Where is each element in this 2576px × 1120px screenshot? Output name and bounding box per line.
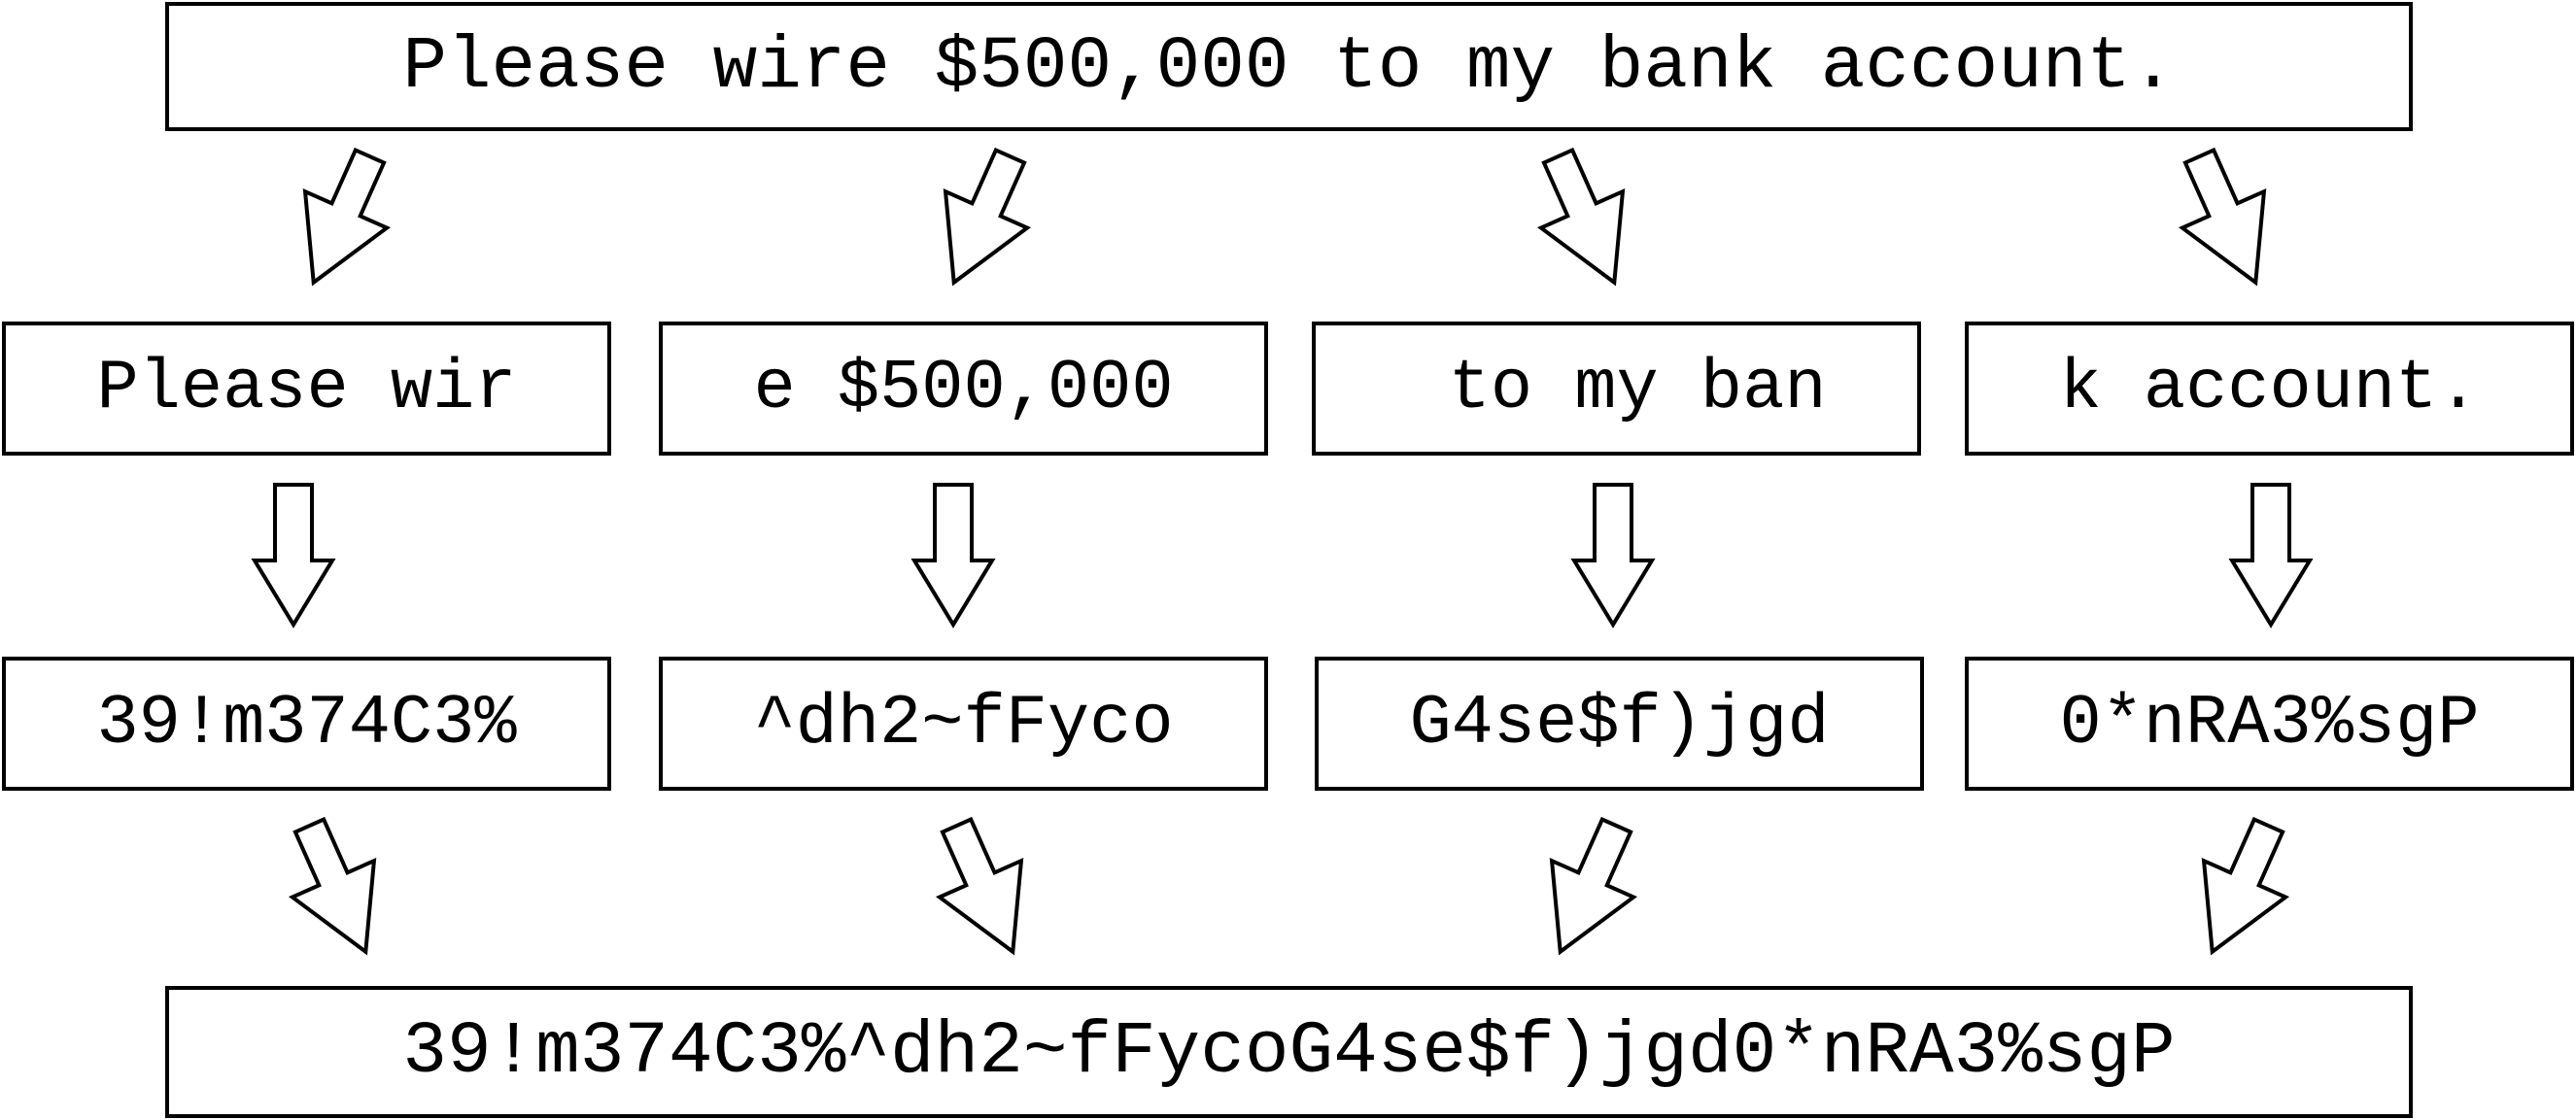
- ciphertext-chunk-text: 39!m374C3%: [96, 684, 517, 764]
- encrypt-arrow-4-icon: [2228, 483, 2314, 628]
- ciphertext-chunk-text: ^dh2~fFyco: [753, 684, 1174, 764]
- plaintext-chunk-text: to my ban: [1406, 349, 1827, 428]
- ciphertext-box: 39!m374C3%^dh2~fFycoG4se$f)jgd0*nRA3%sgP: [165, 986, 2413, 1118]
- ciphertext-chunk-text: 0*nRA3%sgP: [2059, 684, 2480, 764]
- ciphertext-chunk-text: G4se$f)jgd: [1409, 684, 1830, 764]
- split-arrow-2-icon: [943, 147, 1032, 287]
- split-arrow-1-icon: [302, 147, 392, 287]
- plaintext-box: Please wire $500,000 to my bank account.: [165, 2, 2413, 131]
- encrypt-arrow-3-icon: [1570, 483, 1656, 628]
- ciphertext-chunk: 0*nRA3%sgP: [1965, 657, 2574, 791]
- plaintext-chunk-text: Please wir: [96, 349, 517, 428]
- split-arrow-4-icon: [2178, 147, 2267, 287]
- encrypt-arrow-1-icon: [251, 483, 336, 628]
- plaintext-chunk-text: k account.: [2059, 349, 2480, 428]
- ciphertext-text: 39!m374C3%^dh2~fFycoG4se$f)jgd0*nRA3%sgP: [402, 1010, 2176, 1094]
- encrypt-arrow-2-icon: [910, 483, 996, 628]
- plaintext-chunk: k account.: [1965, 322, 2574, 456]
- split-arrow-3-icon: [1536, 147, 1626, 287]
- merge-arrow-2-icon: [935, 816, 1024, 956]
- merge-arrow-3-icon: [1549, 816, 1638, 956]
- plaintext-chunk-text: e $500,000: [753, 349, 1174, 428]
- plaintext-chunk: e $500,000: [659, 322, 1268, 456]
- ciphertext-chunk: 39!m374C3%: [2, 657, 611, 791]
- plaintext-chunk: to my ban: [1312, 322, 1921, 456]
- ciphertext-chunk: ^dh2~fFyco: [659, 657, 1268, 791]
- merge-arrow-4-icon: [2201, 816, 2290, 956]
- plaintext-text: Please wire $500,000 to my bank account.: [402, 24, 2176, 109]
- merge-arrow-1-icon: [288, 816, 377, 956]
- ciphertext-chunk: G4se$f)jgd: [1315, 657, 1924, 791]
- plaintext-chunk: Please wir: [2, 322, 611, 456]
